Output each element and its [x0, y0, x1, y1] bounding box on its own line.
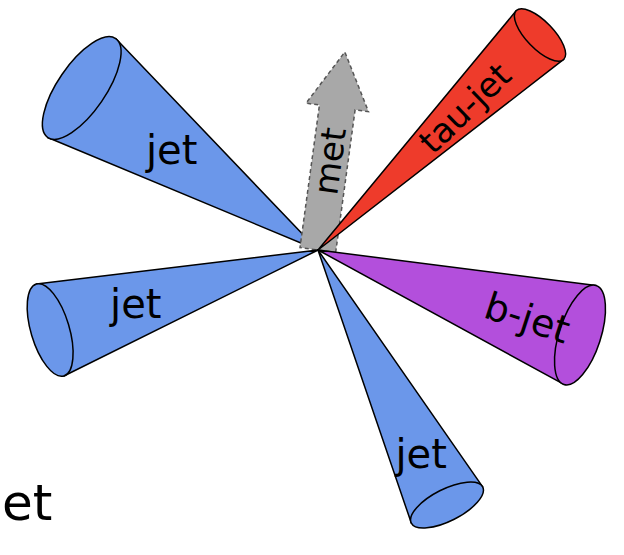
cone-body	[36, 250, 318, 376]
cone-mouth	[18, 279, 82, 382]
met-arrow: met	[294, 46, 374, 258]
cone-body	[318, 250, 483, 523]
jet-label: jet	[146, 130, 197, 170]
cone-outline	[12, 244, 324, 387]
cone-mouth	[404, 473, 490, 538]
fragment-label: et	[2, 478, 52, 528]
cone-outline	[312, 244, 496, 543]
cone-mouth	[507, 1, 574, 69]
jet-label: met	[309, 125, 352, 196]
cone-body	[318, 11, 564, 250]
tau-jet-cone: tau-jet	[312, 0, 579, 256]
cone-mouth	[28, 25, 135, 151]
jet-cone: jet	[312, 244, 496, 543]
jet-cone: jet	[12, 244, 324, 387]
met-arrow-shape	[300, 52, 368, 252]
jet-label: jet	[110, 284, 161, 324]
jet-cone: jet	[22, 19, 324, 256]
jet-label: jet	[395, 434, 446, 474]
